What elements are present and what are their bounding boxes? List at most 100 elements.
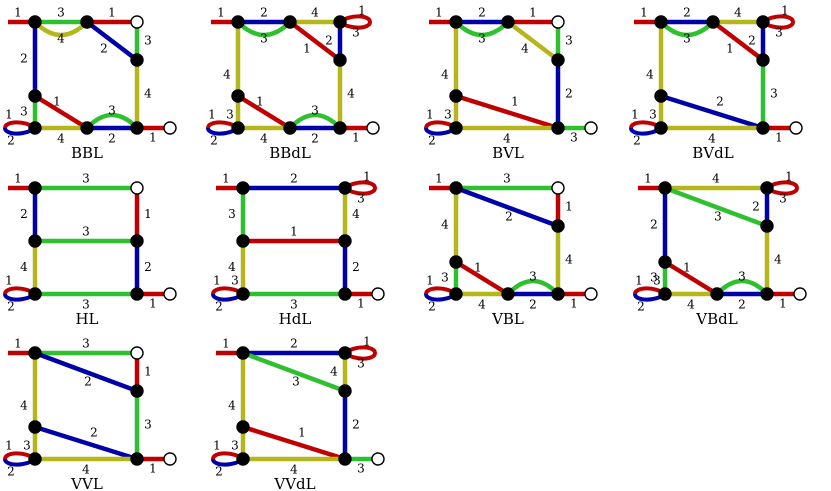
- edge-label: 3: [565, 34, 573, 48]
- edge-label: 2: [478, 6, 486, 20]
- node: [551, 121, 565, 135]
- edge-label: 1: [352, 131, 360, 145]
- loop-label: 2: [7, 300, 15, 314]
- open-node: [130, 346, 144, 360]
- edge-label: 2: [20, 52, 28, 66]
- node: [130, 384, 144, 398]
- loop-label: 1: [631, 108, 639, 122]
- node: [706, 15, 720, 29]
- node: [449, 255, 463, 269]
- node: [28, 346, 42, 360]
- edge-label: 4: [290, 463, 298, 477]
- diagram-title: VVdL: [273, 475, 315, 491]
- edge-label: 3: [292, 375, 300, 389]
- node: [338, 346, 352, 360]
- edge-label: 4: [57, 132, 65, 146]
- node: [130, 121, 144, 135]
- loop-label: 1: [426, 108, 434, 122]
- edge-label: 1: [779, 297, 787, 311]
- node: [231, 15, 245, 29]
- edge-label: 2: [90, 426, 98, 440]
- edge-label: 2: [290, 337, 298, 351]
- node: [760, 287, 774, 301]
- loop-side-label: 3: [444, 108, 452, 122]
- node: [654, 15, 668, 29]
- node: [28, 420, 42, 434]
- edge-label: 1: [726, 42, 734, 56]
- node: [236, 287, 250, 301]
- edge-color-1: [455, 93, 559, 131]
- edge-label: 3: [357, 462, 365, 476]
- edge-label: 3: [529, 270, 537, 284]
- loop-label: 2: [633, 134, 641, 148]
- node: [236, 234, 250, 248]
- edge-label: 4: [708, 132, 716, 146]
- edge-label: 4: [478, 298, 486, 312]
- edge-label: 1: [570, 297, 578, 311]
- node: [449, 121, 463, 135]
- edge-label: 1: [108, 6, 116, 20]
- edge-label: 1: [149, 462, 157, 476]
- edge-color-3: [664, 185, 768, 229]
- edge-label: 3: [82, 337, 90, 351]
- edge-label: 3: [57, 6, 65, 20]
- node: [654, 121, 668, 135]
- node: [338, 287, 352, 301]
- edge-label: 2: [748, 34, 756, 48]
- loop-side-label: 3: [231, 439, 239, 453]
- open-node: [130, 181, 144, 195]
- edge-label: 4: [441, 218, 449, 232]
- diagram-title: VVL: [70, 475, 103, 491]
- edge-label: 2: [716, 95, 724, 109]
- node: [756, 53, 770, 67]
- loop-label: 1: [5, 108, 13, 122]
- edge-label: 4: [521, 42, 529, 56]
- edge-label: 1: [775, 131, 783, 145]
- edge-color-3: [242, 350, 346, 394]
- open-node: [371, 287, 385, 301]
- edge-label: 4: [228, 260, 236, 274]
- loop-side-label: 3: [231, 274, 239, 288]
- loop-label: 1: [5, 439, 13, 453]
- edge-label: 4: [228, 399, 236, 413]
- loop-label: 1: [635, 274, 643, 288]
- open-node: [551, 181, 565, 195]
- node: [130, 287, 144, 301]
- edge-label: 4: [503, 132, 511, 146]
- node: [338, 384, 352, 398]
- loop-label: 1: [208, 108, 216, 122]
- diagram-title: VBdL: [695, 310, 737, 328]
- edge-label: 3: [82, 225, 90, 239]
- node: [338, 452, 352, 466]
- node: [236, 346, 250, 360]
- edge-label: 2: [752, 200, 760, 214]
- edge-label: 3: [108, 104, 116, 118]
- edge-label: 3: [570, 131, 578, 145]
- node: [658, 255, 672, 269]
- open-node: [584, 121, 598, 135]
- edge-color-2: [34, 424, 138, 462]
- node: [28, 181, 42, 195]
- edge-color-1: [711, 20, 765, 62]
- edge-label: 3: [738, 270, 746, 284]
- open-node: [371, 452, 385, 466]
- open-node: [366, 121, 380, 135]
- loop-label: 2: [7, 465, 15, 479]
- node: [130, 234, 144, 248]
- edge-color-1: [33, 94, 89, 130]
- edge-label: 2: [738, 298, 746, 312]
- diagram-title: HL: [75, 310, 98, 328]
- edge-label: 3: [82, 172, 90, 186]
- node: [760, 219, 774, 233]
- edge-label: 1: [222, 337, 230, 351]
- edge-label: 3: [82, 298, 90, 312]
- edge-label: 2: [20, 207, 28, 221]
- edge-label: 2: [565, 87, 573, 101]
- edge-label: 2: [683, 6, 691, 20]
- edge-label: 1: [565, 200, 573, 214]
- edge-label: 4: [57, 32, 65, 46]
- edge-color-1: [454, 260, 510, 296]
- edge-label: 4: [82, 463, 90, 477]
